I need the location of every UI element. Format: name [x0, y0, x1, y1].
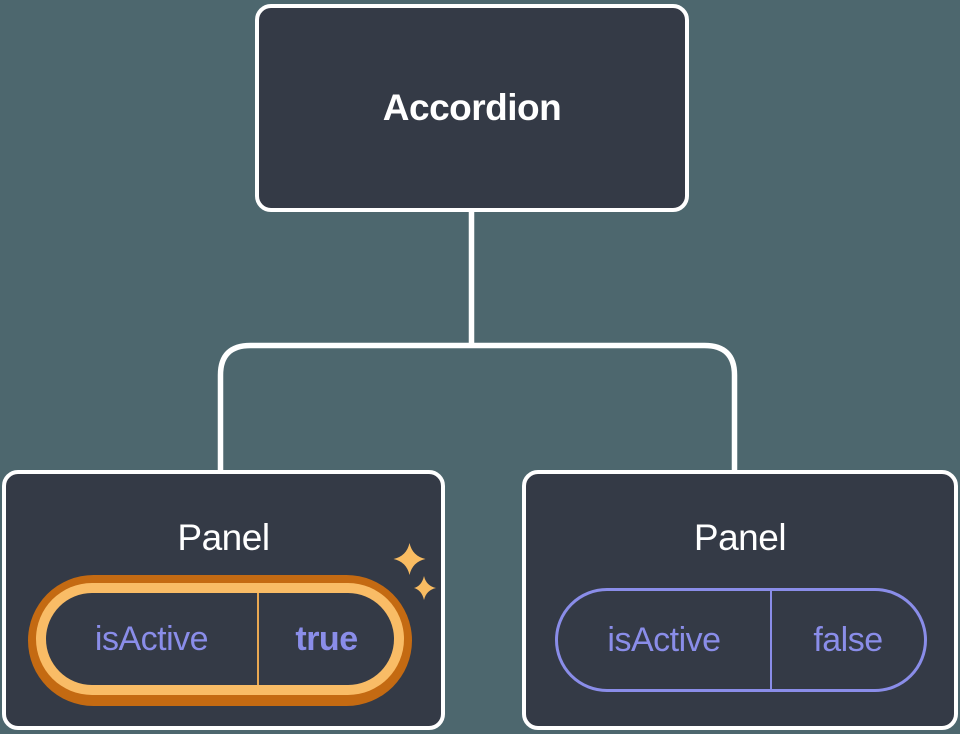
state-pill-active-ring: isActive true	[28, 575, 412, 706]
state-pill-active-inner-ring: isActive true	[36, 583, 404, 695]
sparkles-icon	[393, 543, 436, 600]
pill-divider	[770, 591, 772, 689]
connector-branch	[217, 342, 738, 471]
panel-title: Panel	[693, 517, 787, 558]
state-prop-value: true	[295, 619, 358, 658]
state-prop-name: isActive	[94, 619, 209, 658]
accordion-label: Accordion	[382, 87, 562, 128]
panel-node-active: Panel isActive true	[2, 470, 445, 730]
state-prop-value: false	[813, 620, 883, 659]
accordion-node: Accordion	[255, 4, 689, 212]
panel-node-inactive: Panel isActive false	[522, 470, 958, 730]
sparkle-small	[414, 576, 436, 600]
state-pill-active: isActive true	[46, 593, 394, 685]
panel-title: Panel	[177, 517, 270, 558]
state-pill-inactive: isActive false	[555, 588, 927, 692]
sparkle-large	[393, 543, 426, 575]
state-prop-name: isActive	[607, 620, 721, 659]
pill-divider	[257, 593, 259, 685]
